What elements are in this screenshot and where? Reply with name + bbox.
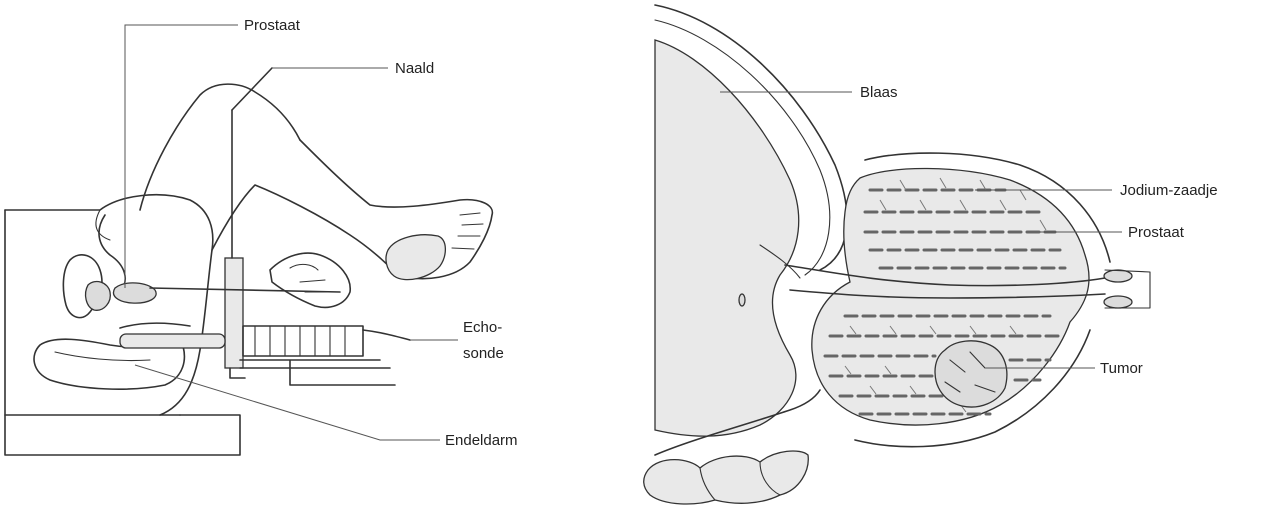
left-figure-patient-procedure: Prostaat Naald Echo- sonde Endeldarm <box>5 17 518 455</box>
label-naald: Naald <box>395 60 434 77</box>
label-endeldarm: Endeldarm <box>445 432 518 449</box>
internal-anatomy <box>34 215 190 389</box>
leader-line-prostaat-left <box>125 25 238 288</box>
label-tumor: Tumor <box>1100 360 1143 377</box>
right-figure-cross-section: Blaas Jodium-zaadje Prostaat Tumor <box>644 5 1218 504</box>
patient-body-outline <box>5 195 213 415</box>
needle-template-grid <box>225 110 243 368</box>
patient-leg-outline <box>140 84 492 280</box>
hand-with-needle <box>270 253 350 307</box>
label-echo-line1: Echo- <box>463 319 502 336</box>
leader-line-endeldarm <box>135 365 440 440</box>
label-jodium-zaadje: Jodium-zaadje <box>1120 182 1218 199</box>
label-blaas: Blaas <box>860 84 898 101</box>
label-prostaat-right: Prostaat <box>1128 224 1185 241</box>
treatment-table <box>5 210 240 455</box>
label-prostaat-left: Prostaat <box>244 17 301 34</box>
label-echo-line2: sonde <box>463 345 504 362</box>
tumor <box>935 341 1007 407</box>
ultrasound-probe <box>120 326 410 385</box>
needle <box>150 68 340 292</box>
